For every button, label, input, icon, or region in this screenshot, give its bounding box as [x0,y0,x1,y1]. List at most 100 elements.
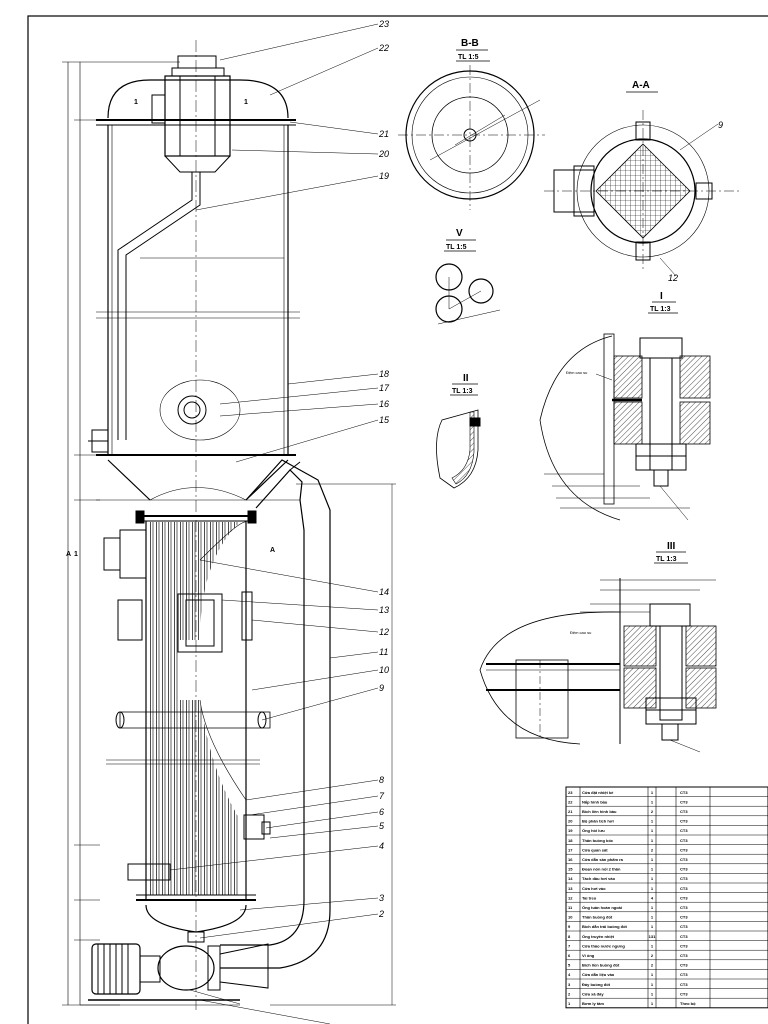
view-ii: II TL 1:3 [436,373,481,489]
view-i: I TL 1:3 Đệm cao su [539,291,711,521]
part-material: CT3 [680,991,688,996]
callout-22: 22 [378,43,389,53]
part-quantity: 1 [651,915,654,920]
part-material: CT3 [680,924,688,929]
callout-10: 10 [379,665,389,675]
part-number: 20 [568,819,573,824]
part-name: Ống truyền nhiệt [582,934,615,939]
part-quantity: 1 [651,857,654,862]
part-name: Tai treo [582,895,597,900]
main-evaporator [62,40,331,1024]
part-material: CT3 [680,982,688,987]
part-quantity: 2 [651,847,654,852]
part-number: 22 [568,799,573,804]
part-material: CT3 [680,828,688,833]
part-number: 17 [568,847,573,852]
part-material: CT3 [680,857,688,862]
part-material: CT3 [680,819,688,824]
part-quantity: 1 [651,838,654,843]
part-quantity: 2 [651,809,654,814]
part-name: Tách dầu hơi vào [582,876,616,881]
part-number: 10 [568,915,573,920]
part-name: Ống hồi lưu [582,828,605,833]
callout-21: 21 [378,129,389,139]
part-name: Cửa hơi vào [582,886,606,891]
callout-15: 15 [379,415,390,425]
view-iii: III TL 1:3 Đệm cao su [479,541,717,753]
view-ii-scale: TL 1:3 [452,388,473,395]
part-material: CT3 [680,867,688,872]
part-material: CT3 [680,886,688,891]
part-number: 4 [568,972,571,977]
part-quantity: 2 [651,963,654,968]
callout-14: 14 [379,587,389,597]
part-number: 13 [568,886,573,891]
part-quantity: 1 [651,867,654,872]
part-name: Bích dẫn trái buồng đốt [582,924,628,929]
part-name: Thân buồng đốt [582,915,613,920]
parts-table-row: 20 Bộ phân tích hơi 1 CT3 [568,819,688,824]
callout-18: 18 [379,369,389,379]
view-aa-callout-9: 9 [718,120,723,130]
part-number: 1 [568,1001,571,1006]
section-mark-a-small: 1 [74,551,78,558]
part-material: CT3 [680,838,688,843]
part-name: Đoạn nón nối 2 thân [582,867,621,872]
view-iii-gasket-note: Đệm cao su [570,630,591,635]
part-name: Bích liền buồng đốt [582,963,620,968]
part-number: 21 [568,809,573,814]
view-i-gasket-note: Đệm cao su [566,370,587,375]
part-quantity: 1 [651,819,654,824]
part-material: CT3 [680,905,688,910]
dimension-lines [270,483,396,1006]
part-name: Cửa đặt nhiệt kế [582,790,614,795]
part-number: 8 [568,934,571,939]
part-material: Theo bộ [680,1001,696,1006]
callout-3: 3 [379,893,384,903]
part-name: Ống tuần hoàn ngoài [582,905,622,910]
part-number: 19 [568,828,573,833]
part-quantity: 1 [651,943,654,948]
callout-19: 19 [379,171,389,181]
part-quantity: 1 [651,1001,654,1006]
view-bb-title: B-B [461,38,479,49]
view-i-title: I [660,291,663,302]
part-name: Bích liền hình bầu [582,809,617,814]
part-name: Thân buồng bốc [582,838,614,843]
part-name: Đáy buồng đốt [582,982,611,987]
callout-9: 9 [379,683,384,693]
part-material: CT3 [680,953,688,958]
part-quantity: 1 [651,876,654,881]
part-name: Nắp hình bầu [582,799,608,804]
callout-20: 20 [378,149,389,159]
part-material: CT3 [680,809,688,814]
part-material: CT3 [680,790,688,795]
callout-7: 7 [379,791,385,801]
section-mark-1-left: 1 [134,99,138,106]
callout-16: 16 [379,399,389,409]
part-name: Cửa dẫn liệu vào [582,972,615,977]
callout-12: 12 [379,627,389,637]
callout-13: 13 [379,605,389,615]
part-number: 14 [568,876,573,881]
part-number: 6 [568,953,571,958]
part-name: Cửa xả đáy [582,991,604,996]
part-name: Vỉ ống [582,953,595,958]
callout-4: 4 [379,841,384,851]
section-mark-1-right: 1 [244,99,248,106]
view-aa-title: A-A [632,80,650,91]
section-mark-a-right: A [270,547,275,554]
part-name: Bộ phân tích hơi [582,819,614,824]
